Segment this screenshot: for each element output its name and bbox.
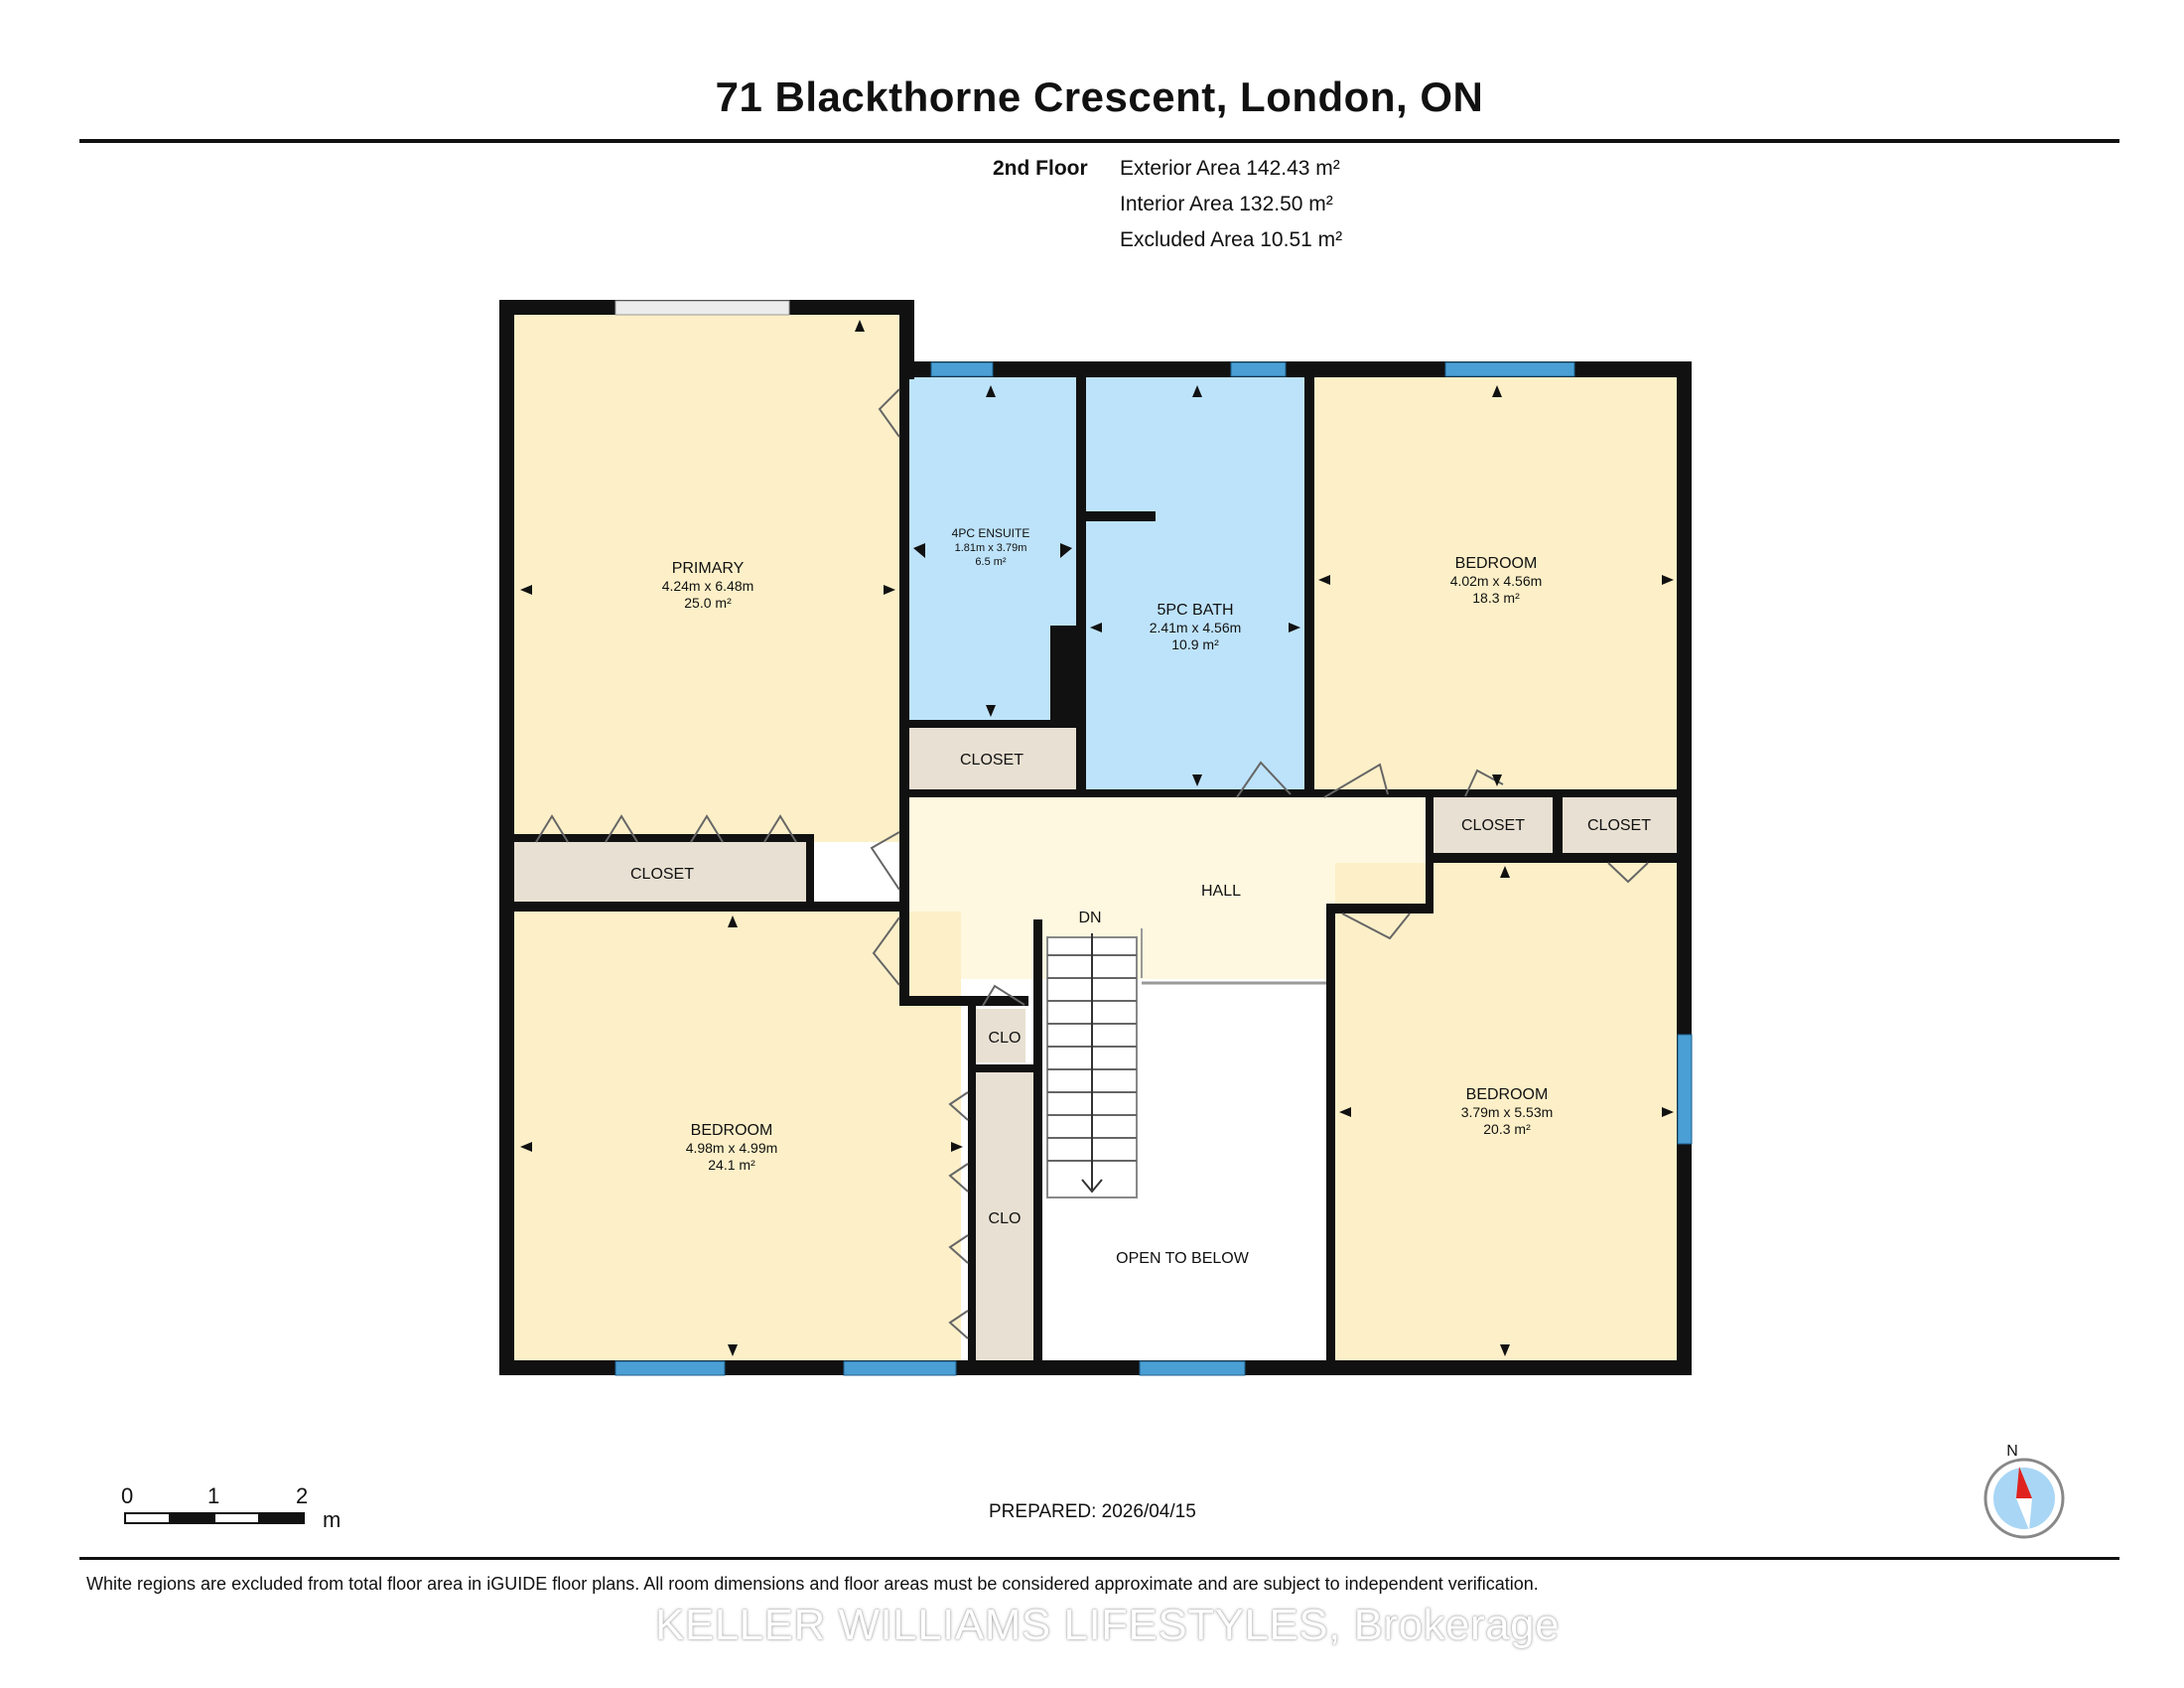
bedroom-se-name: BEDROOM [1466,1086,1549,1103]
bedroom-sw-area: 24.1 m² [708,1157,755,1173]
primary-name: PRIMARY [672,560,745,577]
scale-one: 1 [207,1483,220,1508]
ensuite-fill [909,377,1076,720]
bedroom-ne-name: BEDROOM [1455,555,1538,572]
closet-b-label: CLOSET [1587,817,1651,834]
ensuite-dims: 1.81m x 3.79m [955,542,1027,554]
plan-title: 71 Blackthorne Crescent, London, ON [715,73,1484,120]
bedroom-se-dims: 3.79m x 5.53m [1461,1104,1554,1120]
floor-label: 2nd Floor [993,157,1088,180]
clo-tall-fill [976,1072,1033,1360]
dimension-markers [520,320,1674,1356]
compass-icon: N [1983,1443,2065,1539]
bath-fill [1086,377,1304,789]
bath-name: 5PC BATH [1157,602,1233,619]
closet-b-fill [1563,797,1677,853]
footer-rule [79,1557,2119,1560]
primary-dims: 4.24m x 6.48m [662,578,754,594]
down-label: DN [1078,910,1101,926]
primary-closet-fill [514,842,812,904]
room-fills [514,314,1677,1360]
bedroom-ne-area: 18.3 m² [1472,590,1520,606]
brokerage-watermark: KELLER WILLIAMS LIFESTYLES, Brokerage [655,1601,1561,1649]
scale-unit: m [323,1507,341,1532]
staircase [1046,928,1326,1198]
bedroom-se-top-fill [1335,863,1433,914]
ensuite-area: 6.5 m² [975,556,1007,568]
compass-north-label: N [2006,1443,2018,1460]
scale-bar [124,1512,305,1524]
ensuite-closet-label: CLOSET [960,752,1024,769]
bedroom-se-fill [1335,863,1677,1360]
bedroom-ne-dims: 4.02m x 4.56m [1450,573,1543,589]
doors [535,388,1649,1339]
primary-area: 25.0 m² [684,595,732,611]
scale-two: 2 [296,1483,309,1508]
bedroom-sw-fill [514,912,961,1360]
bedroom-se-area: 20.3 m² [1483,1121,1531,1137]
disclaimer-text: White regions are excluded from total fl… [86,1574,1539,1594]
interior-area: Interior Area 132.50 m² [1120,193,1333,215]
scale-zero: 0 [121,1483,134,1508]
bath-area: 10.9 m² [1171,636,1219,652]
room-labels: PRIMARY 4.24m x 6.48m 25.0 m² 4PC ENSUIT… [630,526,1651,1267]
closet-a-fill [1433,797,1553,853]
clo-small-label: CLO [989,1030,1022,1047]
bedroom-sw-name: BEDROOM [691,1122,773,1139]
ensuite-closet-fill [909,728,1076,789]
prepared-date: PREPARED: 2026/04/15 [989,1501,1196,1522]
primary-closet-label: CLOSET [630,866,694,883]
bath-dims: 2.41m x 4.56m [1150,620,1242,635]
header-rule [79,139,2119,143]
closet-a-label: CLOSET [1461,817,1525,834]
bedroom-ne-fill [1314,377,1677,789]
open-to-below-label: OPEN TO BELOW [1116,1250,1250,1267]
clo-small-fill [976,1009,1025,1062]
excluded-area: Excluded Area 10.51 m² [1120,228,1343,251]
clo-tall-label: CLO [989,1210,1022,1227]
windows [614,300,1693,1376]
exterior-area: Exterior Area 142.43 m² [1120,157,1340,180]
hall-label: HALL [1201,883,1241,900]
ensuite-name: 4PC ENSUITE [952,526,1030,540]
primary-fill [514,314,901,842]
bedroom-sw-dims: 4.98m x 4.99m [686,1140,778,1156]
